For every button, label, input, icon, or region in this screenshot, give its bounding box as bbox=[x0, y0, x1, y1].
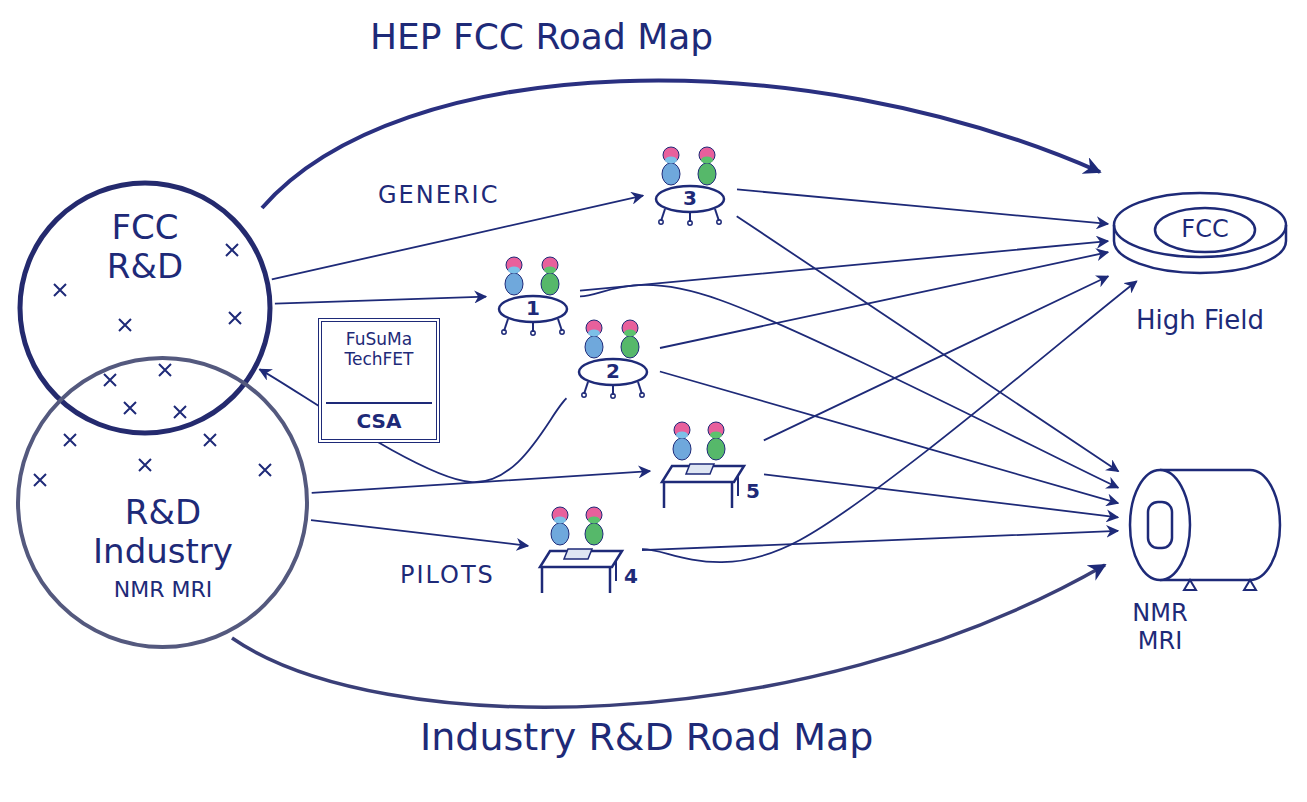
callout-number: 2 bbox=[568, 360, 658, 383]
road-map-arc bbox=[232, 565, 1105, 707]
flow-arrow bbox=[737, 216, 1119, 471]
roadmap-title: HEP FCC Road Map bbox=[370, 16, 713, 57]
ring-label: FCC bbox=[1170, 216, 1240, 244]
callout-number: 3 bbox=[645, 187, 735, 210]
flow-arrow bbox=[642, 281, 1137, 562]
meeting-table-figure bbox=[488, 255, 578, 335]
flow-arrow bbox=[764, 474, 1118, 517]
callout-number: 5 bbox=[744, 480, 762, 503]
group-label: GENERIC bbox=[378, 182, 499, 210]
callout-number: 4 bbox=[622, 565, 640, 588]
magnet-target: NMR MRI bbox=[1120, 460, 1285, 660]
flow-arrow bbox=[311, 520, 528, 546]
collider-ring-figure bbox=[1110, 185, 1290, 370]
circle-subtitle: NMR MRI bbox=[103, 577, 223, 602]
flow-arrow bbox=[580, 241, 1108, 291]
meeting-table-figure bbox=[568, 318, 658, 398]
collider-ring: FCC High Field bbox=[1110, 185, 1290, 370]
pilot-desk: 4 bbox=[530, 505, 640, 600]
target-caption: NMR MRI bbox=[1120, 600, 1200, 655]
circle-title: R&D Industry bbox=[73, 493, 253, 571]
flow-arrow bbox=[764, 276, 1108, 440]
pilot-desk: 5 bbox=[652, 420, 762, 515]
callout-number: 1 bbox=[488, 297, 578, 320]
target-caption: High Field bbox=[1110, 306, 1290, 336]
rd-circle: R&D IndustryNMR MRI bbox=[15, 355, 310, 650]
flow-arrow bbox=[580, 285, 1118, 488]
program-name: CSA bbox=[326, 402, 432, 433]
flow-arrow bbox=[642, 531, 1118, 550]
working-table: 1 bbox=[488, 255, 578, 335]
working-table: 3 bbox=[645, 145, 735, 225]
working-table: 2 bbox=[568, 318, 658, 398]
circle-title: FCC R&D bbox=[90, 208, 200, 286]
flow-arrow bbox=[660, 372, 1118, 504]
flow-arrow bbox=[275, 297, 486, 304]
group-label: PILOTS bbox=[400, 562, 495, 590]
pilot-desk-figure bbox=[530, 505, 640, 600]
meeting-table-figure bbox=[645, 145, 735, 225]
flow-arrow bbox=[737, 189, 1108, 224]
program-name: FuSuMa TechFET bbox=[326, 330, 432, 369]
flow-arrow bbox=[660, 252, 1108, 348]
flow-arrow bbox=[312, 471, 650, 493]
rd-circle: FCC R&D bbox=[17, 180, 273, 436]
roadmap-title: Industry R&D Road Map bbox=[420, 716, 873, 760]
program-box: FuSuMa TechFET CSA bbox=[318, 318, 440, 443]
pilot-desk-figure bbox=[652, 420, 762, 515]
